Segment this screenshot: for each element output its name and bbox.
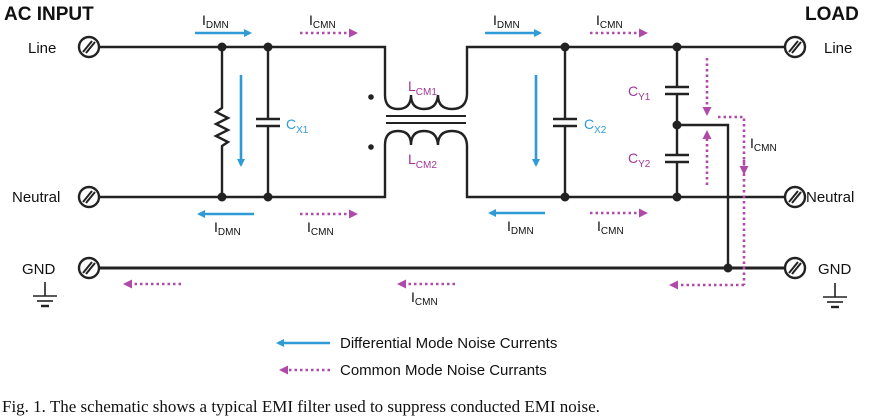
idmn-label: IDMN <box>202 12 229 31</box>
left-neutral-label: Neutral <box>12 189 60 206</box>
terminal-screw-icon <box>77 256 101 280</box>
load-header: LOAD <box>805 4 859 25</box>
lcm1-label: LCM1 <box>408 78 437 98</box>
terminal-screw-icon <box>783 185 807 209</box>
ground-icon-left <box>33 282 57 308</box>
icmn-label: ICMN <box>750 135 777 154</box>
legend-common-label: Common Mode Noise Currants <box>340 362 547 379</box>
lcm1-winding <box>383 94 469 111</box>
polarity-dot-2 <box>368 144 374 150</box>
cm-return-path <box>718 115 746 285</box>
left-gnd-label: GND <box>22 261 56 278</box>
neutral-wire-right <box>465 145 785 199</box>
figure-caption: Fig. 1. The schematic shows a typical EM… <box>2 397 600 416</box>
idmn-label: IDMN <box>507 218 534 237</box>
cx2-capacitor <box>553 47 577 197</box>
icmn-label: ICMN <box>307 219 334 238</box>
lcm2-winding <box>383 129 469 146</box>
left-line-label: Line <box>28 40 56 57</box>
cx1-capacitor <box>256 47 280 197</box>
icmn-label: ICMN <box>411 289 438 308</box>
idmn-label: IDMN <box>214 219 241 238</box>
junction-nodes <box>217 42 733 273</box>
icmn-label: ICMN <box>309 12 336 31</box>
terminal-screw-icon <box>77 35 101 59</box>
polarity-dot-1 <box>368 94 374 100</box>
terminal-screw-icon <box>77 185 101 209</box>
idmn-label: IDMN <box>493 12 520 31</box>
icmn-label: ICMN <box>596 12 623 31</box>
legend-differential-label: Differential Mode Noise Currents <box>340 335 557 352</box>
terminal-screw-icon <box>783 256 807 280</box>
lcm2-label: LCM2 <box>408 151 437 171</box>
terminal-screws <box>77 35 807 280</box>
cx1-label: CX1 <box>286 116 309 136</box>
right-neutral-label: Neutral <box>806 189 854 206</box>
cx2-label: CX2 <box>584 116 607 136</box>
bleeder-resistor <box>213 47 231 197</box>
y-midpoint-ground-wire <box>677 123 730 268</box>
cy1-label: CY1 <box>628 83 651 103</box>
right-line-label: Line <box>824 40 852 57</box>
line-wire-left <box>100 45 387 95</box>
right-gnd-label: GND <box>818 261 852 278</box>
icmn-label: ICMN <box>597 218 624 237</box>
ac-input-header: AC INPUT <box>4 4 94 25</box>
ground-icon-right <box>823 283 847 309</box>
neutral-wire-left <box>100 145 387 199</box>
terminal-screw-icon <box>783 35 807 59</box>
line-wire-right <box>465 45 785 95</box>
cy2-label: CY2 <box>628 150 651 170</box>
